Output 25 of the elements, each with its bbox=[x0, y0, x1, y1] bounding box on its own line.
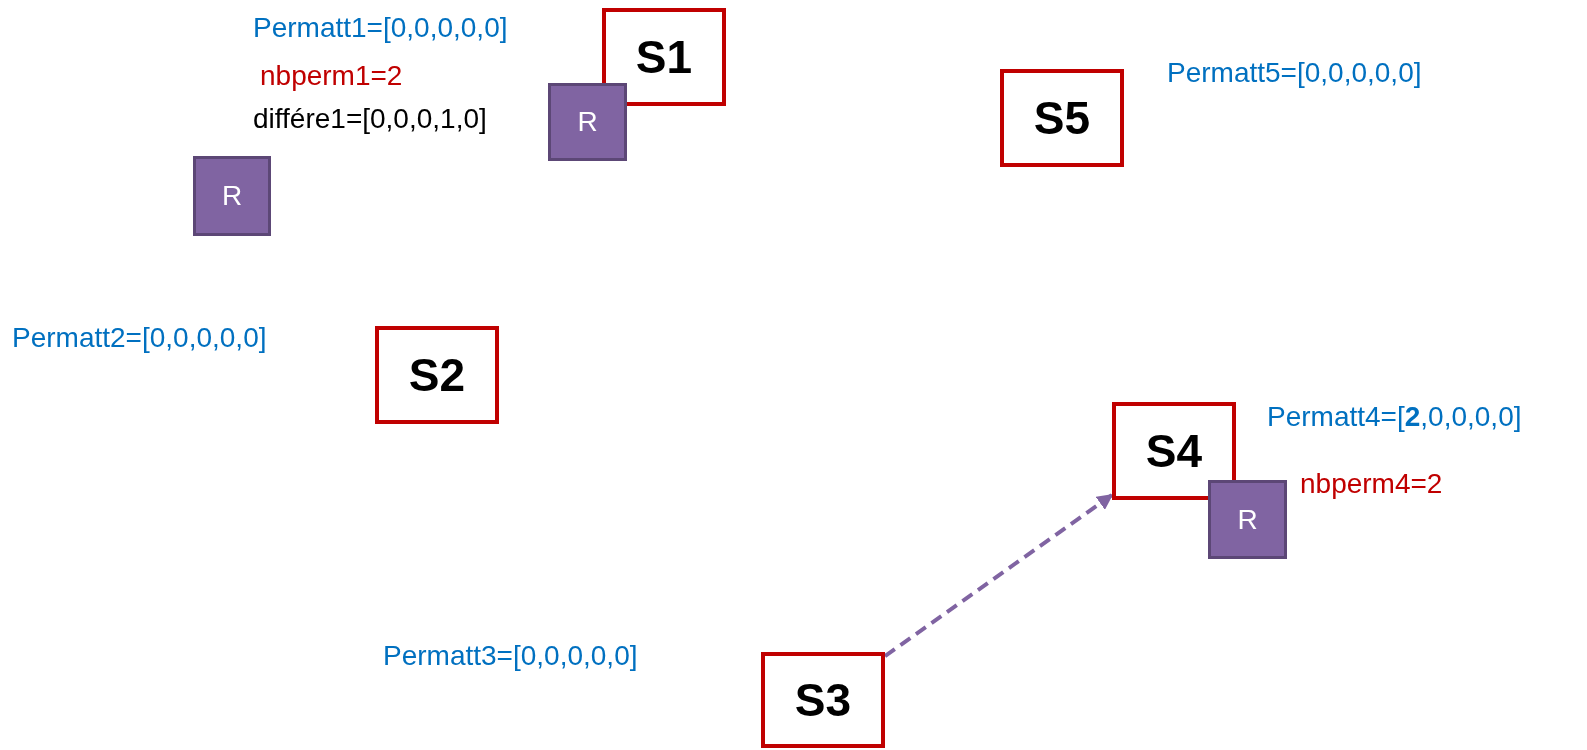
station-label: S2 bbox=[408, 348, 466, 402]
variable-annotation: Permatt3=[0,0,0,0,0] bbox=[383, 640, 638, 672]
station-label: S3 bbox=[794, 673, 852, 727]
station-box bbox=[1000, 69, 1124, 167]
station-label: S4 bbox=[1145, 424, 1203, 478]
robot-label: R bbox=[1237, 503, 1258, 536]
variable-annotation: nbperm4=2 bbox=[1300, 468, 1443, 500]
variable-annotation: Permatt5=[0,0,0,0,0] bbox=[1167, 57, 1422, 89]
robot-square bbox=[193, 156, 271, 236]
station-box bbox=[602, 8, 726, 106]
station-box bbox=[1112, 402, 1236, 500]
variable-annotation: Permatt2=[0,0,0,0,0] bbox=[12, 322, 267, 354]
station-label: S5 bbox=[1033, 91, 1091, 145]
station-box bbox=[375, 326, 499, 424]
variable-annotation: Permatt4=[2,0,0,0,0] bbox=[1267, 401, 1522, 433]
variable-annotation: nbperm1=2 bbox=[260, 60, 403, 92]
robot-square bbox=[1208, 480, 1287, 559]
variable-annotation: différe1=[0,0,0,1,0] bbox=[253, 103, 487, 135]
dashed-arrow bbox=[883, 493, 1114, 658]
variable-annotation: Permatt1=[0,0,0,0,0] bbox=[253, 12, 508, 44]
robot-label: R bbox=[577, 106, 598, 138]
robot-square bbox=[548, 83, 627, 161]
station-label: S1 bbox=[635, 30, 693, 84]
robot-label: R bbox=[221, 180, 243, 212]
station-box bbox=[761, 652, 885, 748]
